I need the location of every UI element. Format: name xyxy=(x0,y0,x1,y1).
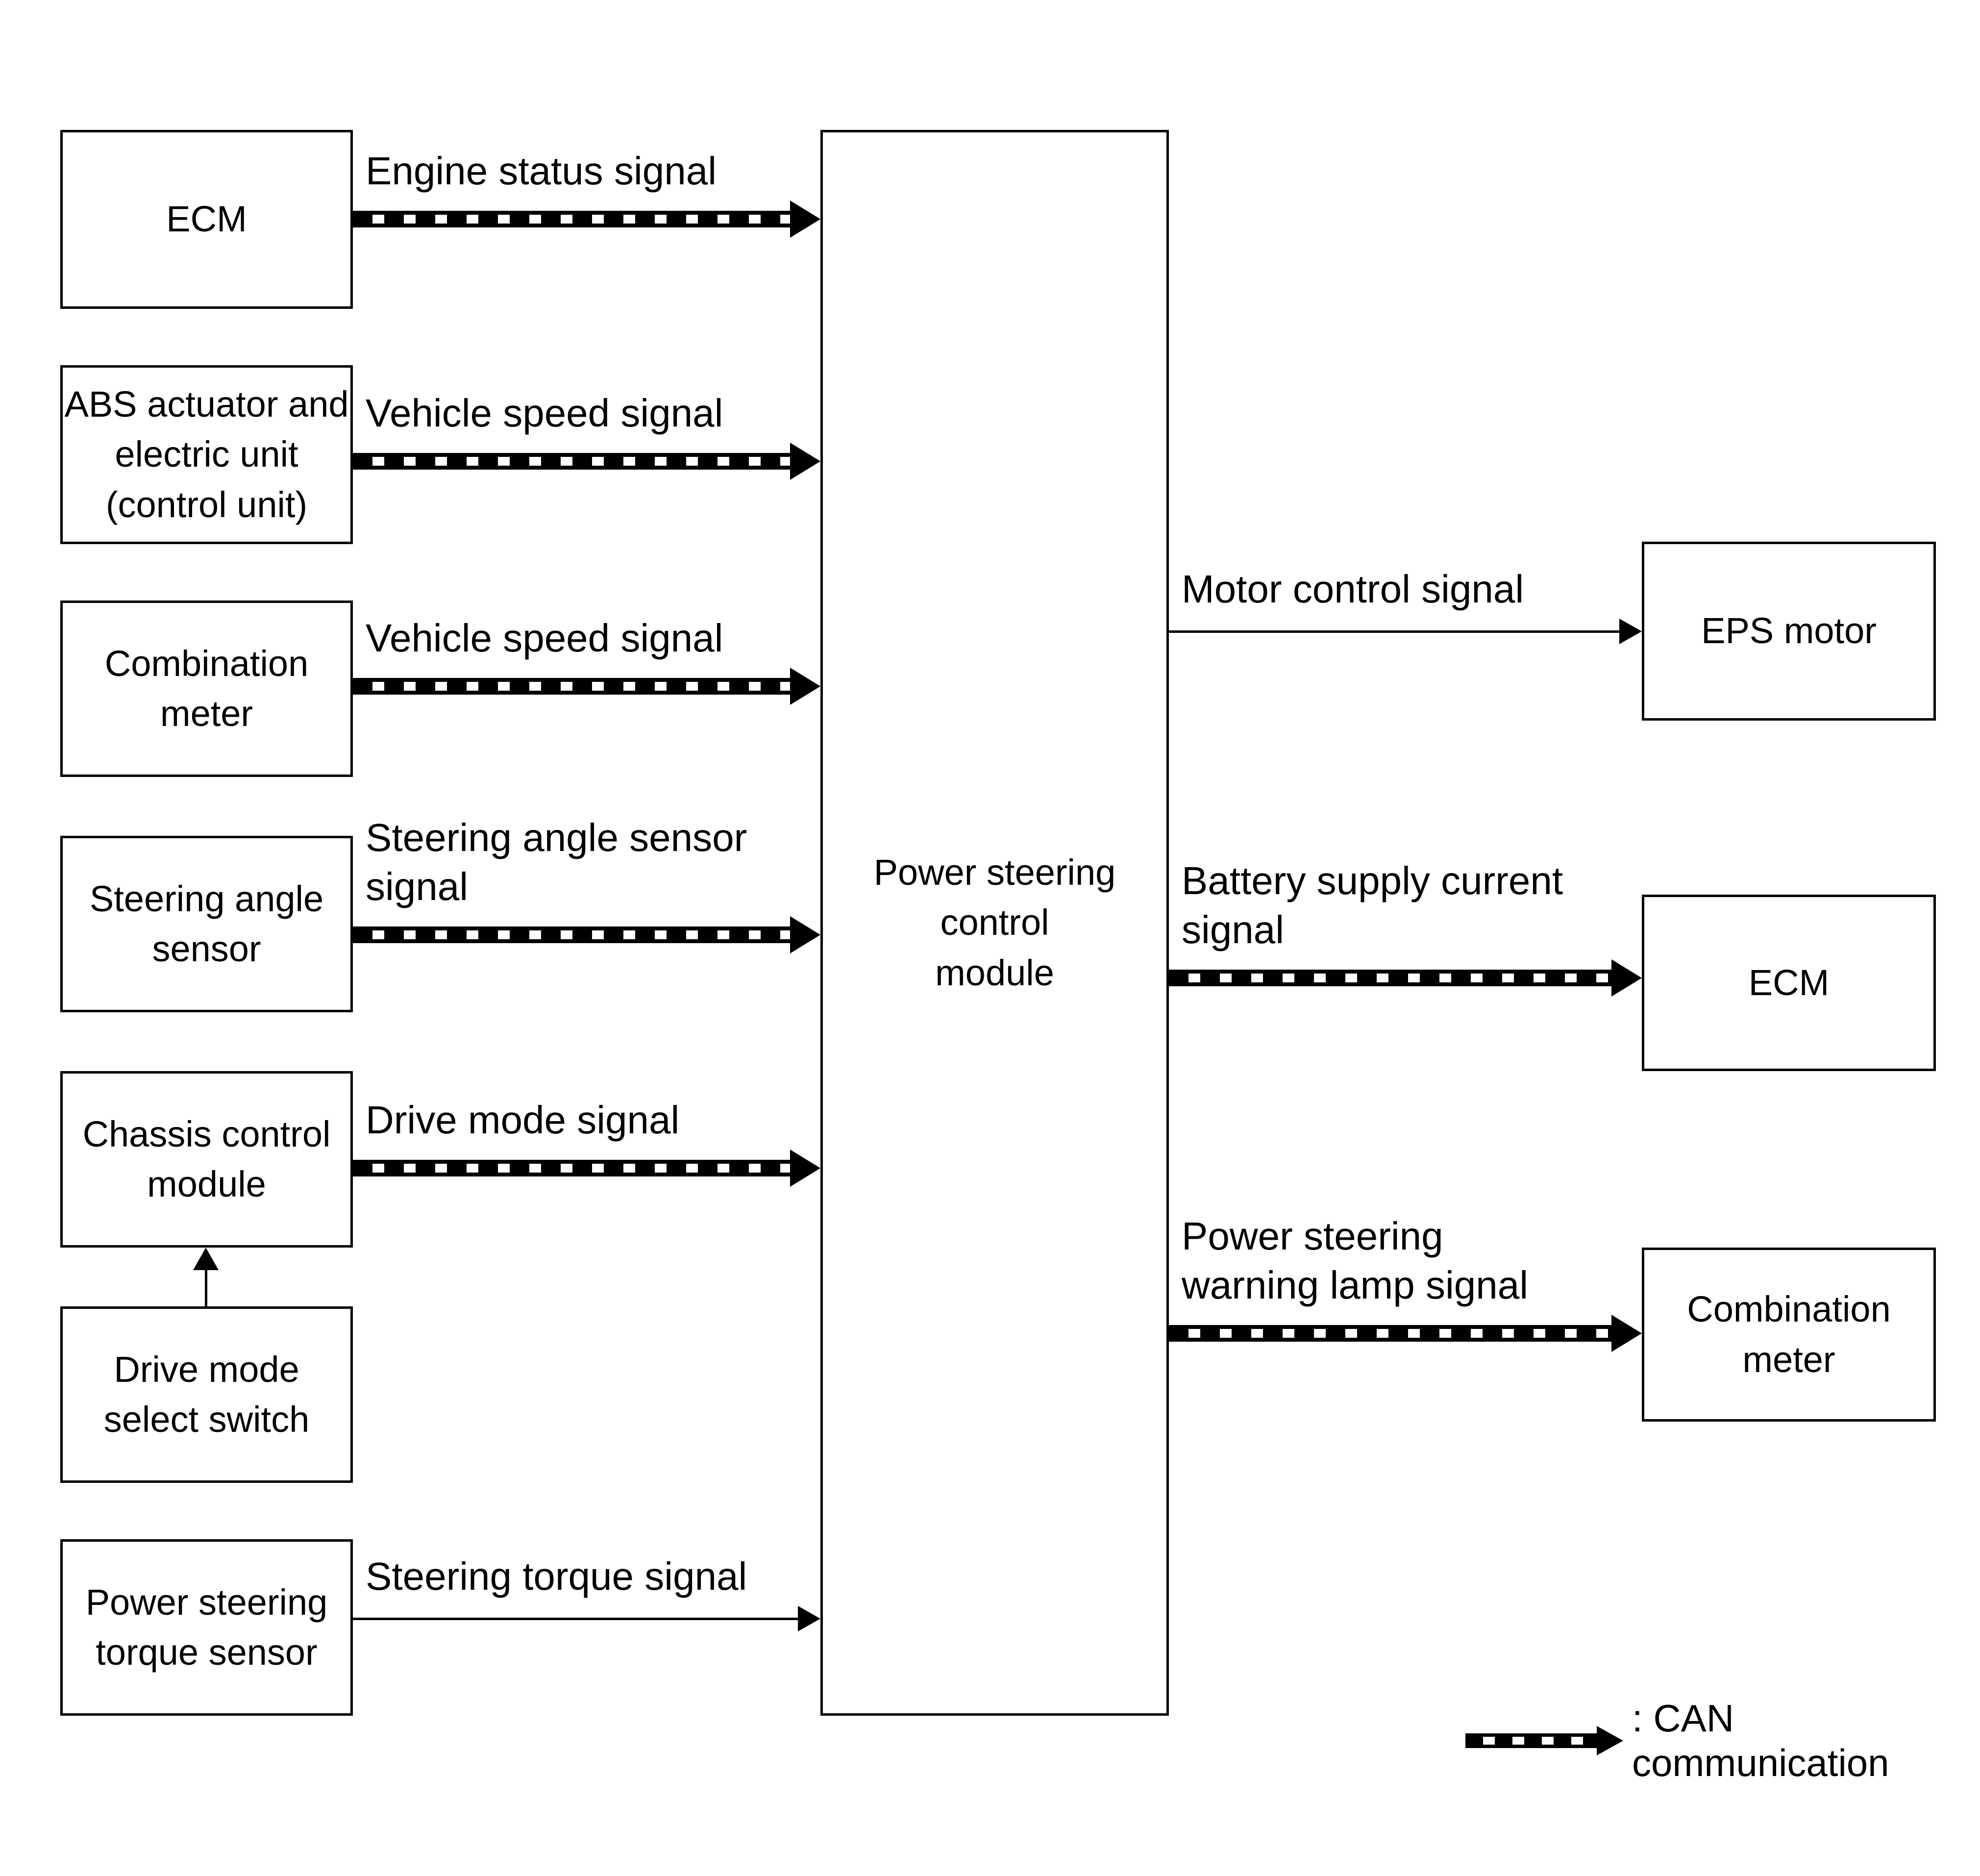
battery-supply-current-signal-label: Battery supply current signal xyxy=(1182,859,1563,951)
arrowhead-right-icon xyxy=(1611,959,1642,997)
can-dashed-line xyxy=(353,211,790,227)
box-ecm-right: ECM xyxy=(1642,895,1936,1071)
box-power-steering-torque-sensor-label: Power steering torque sensor xyxy=(85,1581,328,1673)
connector-vehicle-speed-signal-combination-meter: Vehicle speed signal xyxy=(353,616,820,705)
steering-torque-signal-label: Steering torque signal xyxy=(366,1554,747,1598)
can-dashed-line xyxy=(353,678,790,695)
engine-status-signal-label: Engine status signal xyxy=(366,149,717,193)
connector-steering-angle-sensor-signal: Steering angle sensor signal xyxy=(353,816,820,953)
legend: : CAN communication xyxy=(1465,1697,1980,1784)
box-abs-actuator: ABS actuator and electric unit (control … xyxy=(60,365,353,544)
box-eps-motor: EPS motor xyxy=(1642,542,1936,721)
can-dashed-line xyxy=(353,1160,790,1176)
can-dashed-line xyxy=(1169,970,1611,986)
box-drive-mode-select-switch-label: Drive mode select switch xyxy=(103,1349,310,1440)
power-steering-warning-lamp-signal-label: Power steering warning lamp signal xyxy=(1182,1214,1529,1307)
connector-engine-status-signal: Engine status signal xyxy=(353,149,820,238)
box-abs-actuator-label: ABS actuator and electric unit (control … xyxy=(64,384,349,525)
box-ecm-label: ECM xyxy=(166,199,247,240)
box-drive-mode-select-switch: Drive mode select switch xyxy=(60,1306,353,1483)
connector-battery-supply-current-signal: Battery supply current signal xyxy=(1169,859,1642,997)
box-chassis-control-module-label: Chassis control module xyxy=(82,1113,331,1204)
connector-drive-mode-signal: Drive mode signal xyxy=(353,1098,820,1187)
legend-can-arrow-icon xyxy=(1465,1733,1597,1748)
plain-line xyxy=(1169,630,1619,633)
box-ecm-right-label: ECM xyxy=(1748,962,1830,1003)
motor-control-signal-label: Motor control signal xyxy=(1182,567,1524,611)
can-dashed-line xyxy=(1169,1325,1611,1342)
arrowhead-right-icon xyxy=(1611,1315,1642,1352)
arrowhead-right-icon xyxy=(790,668,820,705)
box-steering-angle-sensor: Steering angle sensor xyxy=(60,836,353,1012)
arrowhead-right-icon xyxy=(790,916,820,953)
box-chassis-control-module: Chassis control module xyxy=(60,1071,353,1248)
drive-mode-signal-label: Drive mode signal xyxy=(366,1098,680,1142)
connector-motor-control-signal: Motor control signal xyxy=(1169,567,1642,644)
box-power-steering-control-module-label: Power steering control module xyxy=(873,852,1116,993)
vehicle-speed-signal-abs-label: Vehicle speed signal xyxy=(366,391,723,435)
box-steering-angle-sensor-label: Steering angle sensor xyxy=(89,878,324,969)
connector-vehicle-speed-signal-abs: Vehicle speed signal xyxy=(353,391,820,480)
arrowhead-right-icon xyxy=(790,443,820,480)
box-combination-meter-right: Combination meter xyxy=(1642,1248,1936,1422)
legend-can-label: : CAN communication xyxy=(1632,1697,1889,1784)
box-combination-meter-right-label: Combination meter xyxy=(1687,1289,1891,1380)
can-dashed-line xyxy=(353,453,790,470)
plain-line-vertical xyxy=(204,1270,207,1306)
box-power-steering-control-module: Power steering control module xyxy=(820,130,1169,1716)
vehicle-speed-signal-cm-label: Vehicle speed signal xyxy=(366,616,723,660)
box-combination-meter: Combination meter xyxy=(60,600,353,777)
connector-drive-mode-select-to-chassis xyxy=(193,1248,219,1306)
box-eps-motor-label: EPS motor xyxy=(1701,610,1877,651)
plain-line xyxy=(353,1617,798,1620)
arrowhead-right-icon xyxy=(1619,619,1642,644)
legend-arrowhead-right-icon xyxy=(1597,1726,1623,1755)
box-power-steering-torque-sensor: Power steering torque sensor xyxy=(60,1539,353,1716)
arrowhead-right-icon xyxy=(798,1606,820,1631)
can-dashed-line xyxy=(353,926,790,943)
arrowhead-right-icon xyxy=(790,200,820,238)
steering-angle-sensor-signal-label: Steering angle sensor signal xyxy=(366,816,747,908)
arrowhead-right-icon xyxy=(790,1150,820,1187)
connector-steering-torque-signal: Steering torque signal xyxy=(353,1554,820,1631)
box-combination-meter-label: Combination meter xyxy=(104,643,309,734)
arrowhead-up-icon xyxy=(193,1248,219,1270)
connector-power-steering-warning-lamp-signal: Power steering warning lamp signal xyxy=(1169,1214,1642,1352)
box-ecm: ECM xyxy=(60,130,353,309)
